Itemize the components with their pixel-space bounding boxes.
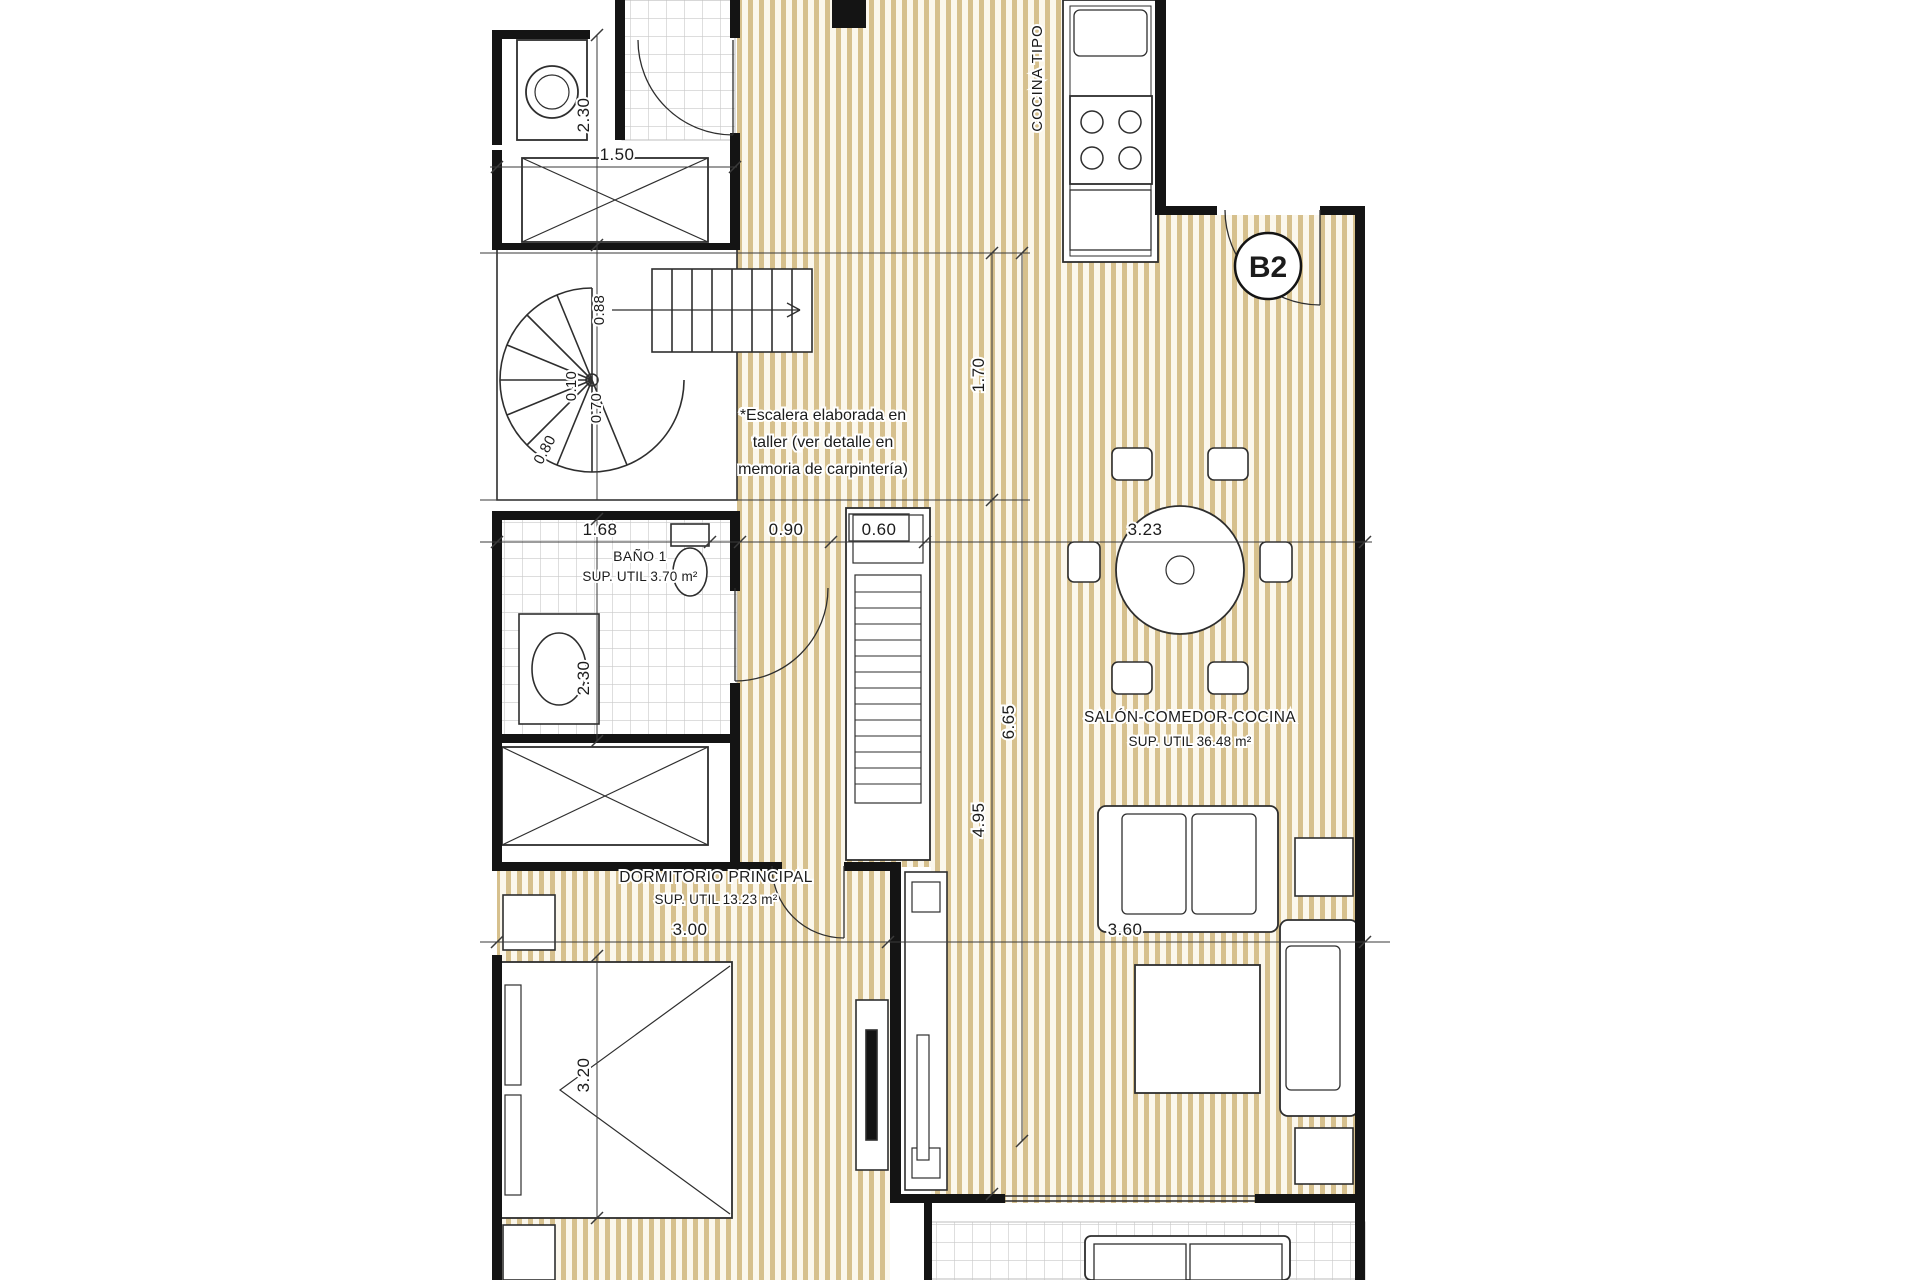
dim-stair-b: 0.10 xyxy=(563,371,580,401)
dining-chair-icon xyxy=(1207,661,1249,695)
dimension-lines xyxy=(480,28,1390,1225)
dim-utility-height: 2.30 xyxy=(574,98,593,133)
dimension-ticks xyxy=(490,28,1372,1225)
room-labels: *Escalera elaborada en taller (ver detal… xyxy=(580,22,1298,909)
living-tv-console-icon xyxy=(904,871,948,1191)
kitchen-sink-icon xyxy=(1073,9,1148,57)
dim-bath-height: 2.30 xyxy=(574,661,593,696)
label-cocina-tipo: COCINA TIPO xyxy=(1029,24,1046,131)
dim-salon-width: 3.23 xyxy=(1128,520,1163,539)
sofa-icon xyxy=(1097,805,1279,933)
armchair-icon xyxy=(1279,919,1359,1117)
dim-bedroom-length: 3.20 xyxy=(574,1058,593,1093)
bedroom-door-icon xyxy=(771,865,845,939)
coffee-table-icon xyxy=(1134,964,1261,1094)
label-bano1-area: SUP. UTIL 3.70 m² xyxy=(582,569,697,584)
washing-machine-icon xyxy=(516,39,588,141)
dim-stair-a: 0.88 xyxy=(591,295,608,325)
stair-note-line1: *Escalera elaborada en xyxy=(740,407,906,424)
dim-bedroom-width: 3.00 xyxy=(673,920,708,939)
unit-badge: B2 xyxy=(1233,231,1303,301)
dim-bath-width: 1.68 xyxy=(583,520,618,539)
dining-chair-icon xyxy=(1111,447,1153,481)
label-dormitorio-area: SUP. UTIL 13.23 m² xyxy=(655,892,778,907)
stair-note-line2: taller (ver detalle en xyxy=(753,434,894,451)
side-table-top-icon xyxy=(1294,837,1354,897)
dim-salon-length: 6.65 xyxy=(999,705,1018,740)
dim-hall-door-width: 0.90 xyxy=(769,520,804,539)
dining-chair-icon xyxy=(1207,447,1249,481)
unit-badge-circle xyxy=(1233,231,1303,301)
dim-closet-depth: 0.60 xyxy=(862,520,897,539)
shower-tray-top-icon xyxy=(521,157,709,243)
dining-table-icon xyxy=(1115,505,1245,635)
label-salon-name: SALÓN-COMEDOR-COCINA xyxy=(1084,709,1296,726)
dim-kitchen-depth: 1.70 xyxy=(969,358,988,393)
walls xyxy=(492,0,1365,1280)
label-bano1-name: BAÑO 1 xyxy=(613,548,667,564)
dim-living-width: 3.60 xyxy=(1108,920,1143,939)
straight-stair-flight-icon xyxy=(612,268,813,353)
boxed-dimension-frame xyxy=(848,513,910,542)
bathroom-door-icon xyxy=(734,587,829,682)
oven-icon xyxy=(1069,189,1152,251)
toilet-icon xyxy=(670,523,710,597)
dim-utility-width: 1.50 xyxy=(600,145,635,164)
stair-note-line3: memoria de carpintería) xyxy=(738,461,908,478)
label-salon-area: SUP. UTIL 36.48 m² xyxy=(1129,734,1252,749)
entry-door-icon xyxy=(637,39,734,136)
side-table-bottom-icon xyxy=(1294,1127,1354,1185)
dining-chair-icon xyxy=(1111,661,1153,695)
label-dormitorio-name: DORMITORIO PRINCIPAL xyxy=(619,869,812,886)
dim-stair-c: 0.70 xyxy=(588,393,605,423)
unit-badge-text: B2 xyxy=(1249,251,1287,284)
terrace-sofa-icon xyxy=(1084,1235,1291,1280)
dim-hall-length: 4.95 xyxy=(969,803,988,838)
terrace-window-icon xyxy=(1005,1195,1255,1202)
cooktop-icon xyxy=(1069,95,1153,185)
nightstand-bottom-icon xyxy=(502,1224,556,1280)
bedroom-tv-console-icon xyxy=(855,999,889,1171)
sink-vanity-icon xyxy=(518,613,600,725)
dining-chair-icon xyxy=(1067,541,1101,583)
dining-chairs xyxy=(1067,447,1293,695)
dining-chair-icon xyxy=(1259,541,1293,583)
nightstand-top-icon xyxy=(502,894,556,951)
bed-icon xyxy=(499,961,733,1219)
spiral-staircase-icon xyxy=(499,287,685,473)
wardrobe-icon xyxy=(845,507,931,861)
shower-tray-bath-icon xyxy=(501,746,709,846)
